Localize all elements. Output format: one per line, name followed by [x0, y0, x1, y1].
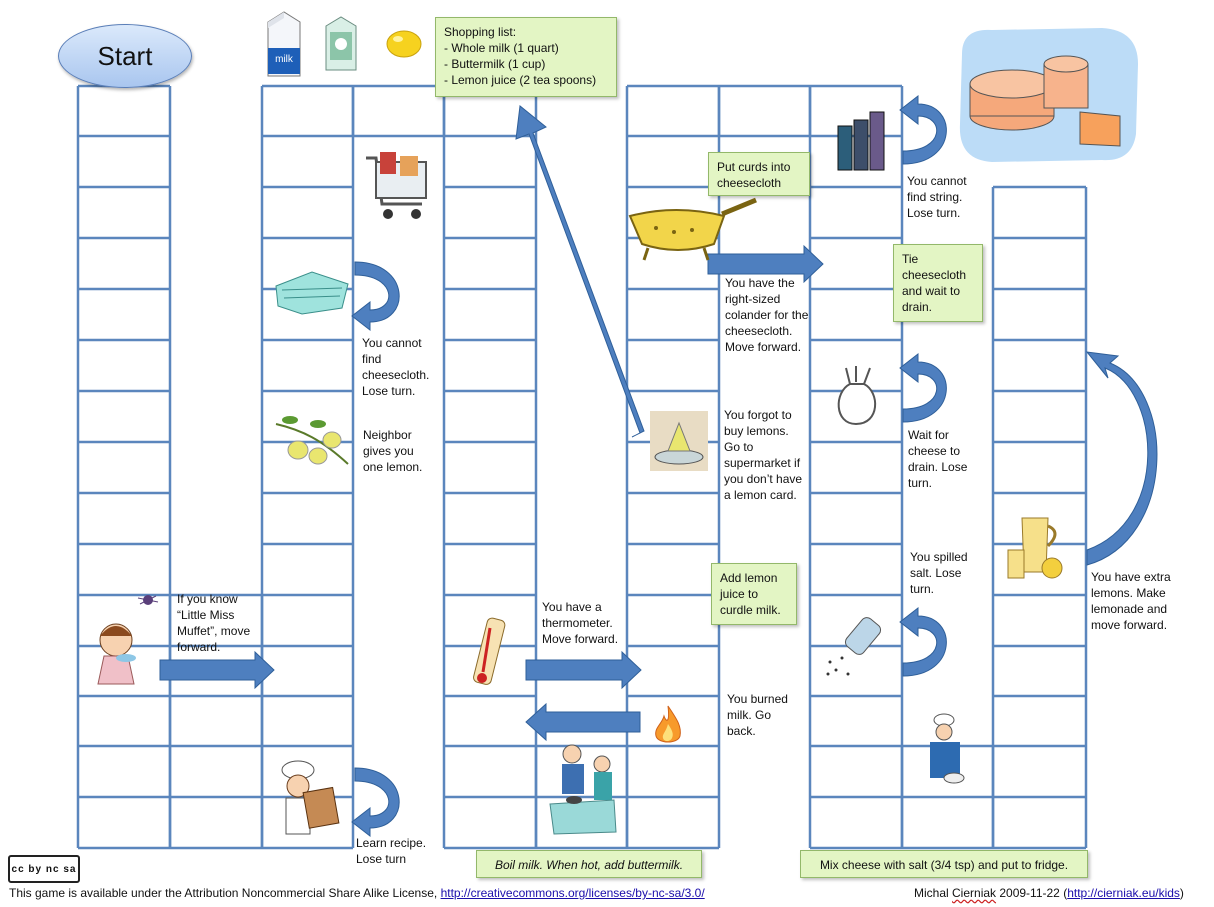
author-name: Cierniak	[952, 886, 997, 900]
start-button[interactable]: Start	[58, 24, 192, 88]
colander-note: You have the right-sized colander for th…	[725, 276, 809, 354]
author-prefix: Michal	[914, 886, 953, 900]
cooking-couple-icon	[544, 742, 620, 838]
supermarket-arrow	[515, 105, 645, 438]
lemon-branch-icon	[272, 410, 352, 470]
cheese-bag-icon	[826, 362, 888, 428]
lose-turn-arrow-1	[351, 261, 400, 332]
thermometer-note: You have a thermometer. Move forward.	[542, 600, 619, 646]
lemon-squeezer-icon	[650, 411, 708, 471]
lose-turn-arrow-2	[351, 767, 400, 838]
chef-mixing-icon	[914, 712, 972, 788]
creative-commons-badge: cc by nc sa	[8, 855, 80, 883]
lemonade-pitcher-icon	[1004, 512, 1070, 584]
author-link[interactable]: http://cierniak.eu/kids	[1067, 886, 1180, 900]
license-text: This game is available under the Attribu…	[9, 886, 441, 900]
lose-turn-arrow-5	[899, 606, 947, 677]
milk-carton-text: milk	[275, 54, 294, 65]
mix-cheese-callout: Mix cheese with salt (3/4 tsp) and put t…	[800, 850, 1088, 878]
thread-spools-icon	[834, 106, 892, 174]
lose-turn-arrow-4	[899, 352, 947, 423]
put-curds-callout: Put curds into cheesecloth	[708, 152, 810, 196]
board-grid	[76, 84, 1088, 850]
little-miss-muffet-icon	[86, 592, 166, 688]
forgot-lemons-note: You forgot to buy lemons. Go to supermar…	[724, 408, 803, 502]
arrows	[159, 105, 824, 742]
milk-carton-icon: milk	[264, 8, 304, 78]
burned-milk-note: You burned milk. Go back.	[727, 692, 788, 738]
no-string-note: You cannot find string. Lose turn.	[907, 174, 967, 220]
move-forward-arrow-1	[159, 650, 275, 690]
little-miss-muffet-note: If you know “Little Miss Muffet”, move f…	[177, 592, 251, 654]
learn-recipe-note: Learn recipe. Lose turn	[356, 836, 427, 866]
shopping-list-item: - Lemon juice (2 tea spoons)	[444, 73, 597, 87]
shopping-list-title: Shopping list:	[444, 25, 517, 39]
author-footer: Michal Cierniak 2009-11-22 (http://ciern…	[914, 886, 1184, 900]
add-lemon-callout: Add lemon juice to curdle milk.	[711, 563, 797, 625]
boil-milk-callout: Boil milk. When hot, add buttermilk.	[476, 850, 702, 878]
buttermilk-carton-icon	[322, 14, 360, 72]
cheese-picture-icon	[952, 24, 1142, 164]
thermometer-icon	[466, 614, 510, 690]
author-suffix: )	[1179, 886, 1184, 900]
shopping-cart-icon	[362, 148, 432, 226]
spilled-salt-note: You spilled salt. Lose turn.	[910, 550, 968, 596]
neighbor-lemon-note: Neighbor gives you one lemon.	[363, 428, 423, 474]
shopping-list-item: - Buttermilk (1 cup)	[444, 57, 546, 71]
salt-shaker-icon	[822, 612, 888, 680]
lemonade-arrow	[1085, 351, 1158, 566]
license-link[interactable]: http://creativecommons.org/licenses/by-n…	[440, 886, 705, 900]
flame-icon	[650, 704, 686, 746]
colander-icon	[626, 194, 762, 266]
mix-cheese-text: Mix cheese with salt (3/4 tsp) and put t…	[819, 858, 1069, 872]
lose-turn-arrow-3	[899, 94, 947, 165]
tie-cheesecloth-callout: Tie cheesecloth and wait to drain.	[893, 244, 983, 322]
extra-lemons-note: You have extra lemons. Make lemonade and…	[1091, 570, 1171, 632]
move-forward-arrow-2	[525, 650, 642, 690]
lemon-icon	[384, 26, 424, 60]
license-footer: This game is available under the Attribu…	[9, 886, 705, 900]
move-forward-arrow-3	[707, 244, 824, 284]
boil-milk-text: Boil milk. When hot, add buttermilk.	[494, 858, 684, 872]
wait-drain-note: Wait for cheese to drain. Lose turn.	[908, 428, 968, 490]
shopping-list-item: - Whole milk (1 quart)	[444, 41, 559, 55]
shopping-list: Shopping list: - Whole milk (1 quart) - …	[435, 17, 617, 97]
go-back-arrow	[525, 702, 641, 742]
no-cheesecloth-note: You cannot find cheesecloth. Lose turn.	[362, 336, 430, 398]
turn-arrows	[351, 94, 1158, 838]
cheesecloth-icon	[272, 268, 352, 318]
chef-reading-icon	[270, 760, 344, 840]
author-date: 2009-11-22 (	[996, 886, 1068, 900]
